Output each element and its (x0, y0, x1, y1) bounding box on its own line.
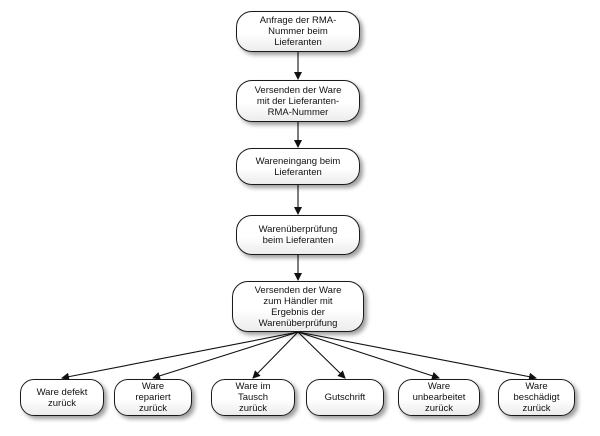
outcome-exchanged: Ware im Tausch zurück (211, 379, 295, 416)
step-goods-inspection-label: Warenüberprüfung beim Lieferanten (258, 224, 338, 246)
step-goods-receipt-label: Wareneingang beim Lieferanten (255, 155, 341, 178)
step-return-to-dealer: Versenden der Ware zum Händler mit Ergeb… (232, 281, 364, 332)
step-rma-request: Anfrage der RMA- Nummer beim Lieferanten (236, 11, 360, 52)
outcome-defective-label: Ware defekt zurück (36, 386, 88, 409)
step-ship-goods: Versenden der Ware mit der Lieferanten- … (236, 80, 360, 122)
outcome-defective: Ware defekt zurück (20, 379, 104, 416)
outcome-damaged: Ware beschädigt zurück (498, 379, 575, 416)
arrow-to-outcome-4 (297, 331, 346, 379)
outcome-unprocessed: Ware unbearbeitet zurück (398, 379, 480, 416)
step-goods-inspection: Warenüberprüfung beim Lieferanten (236, 215, 360, 255)
arrow-to-outcome-2 (152, 331, 299, 380)
step-ship-goods-label: Versenden der Ware mit der Lieferanten- … (254, 84, 342, 118)
step-return-to-dealer-label: Versenden der Ware zum Händler mit Ergeb… (254, 284, 342, 329)
outcome-credit-note-label: Gutschrift (324, 392, 366, 403)
outcome-damaged-label: Ware beschädigt zurück (513, 381, 560, 414)
step-rma-request-label: Anfrage der RMA- Nummer beim Lieferanten (259, 15, 337, 48)
arrow-to-outcome-1 (61, 331, 299, 381)
outcome-unprocessed-label: Ware unbearbeitet zurück (412, 381, 466, 414)
step-goods-receipt: Wareneingang beim Lieferanten (236, 148, 360, 185)
arrow-to-outcome-6 (297, 331, 537, 381)
outcome-exchanged-label: Ware im Tausch zurück (235, 381, 271, 414)
outcome-repaired-label: Ware repariert zurück (135, 381, 171, 414)
arrow-to-outcome-5 (297, 331, 440, 380)
arrow-to-outcome-3 (252, 331, 299, 379)
outcome-credit-note: Gutschrift (306, 379, 384, 416)
outcome-repaired: Ware repariert zurück (114, 379, 192, 416)
